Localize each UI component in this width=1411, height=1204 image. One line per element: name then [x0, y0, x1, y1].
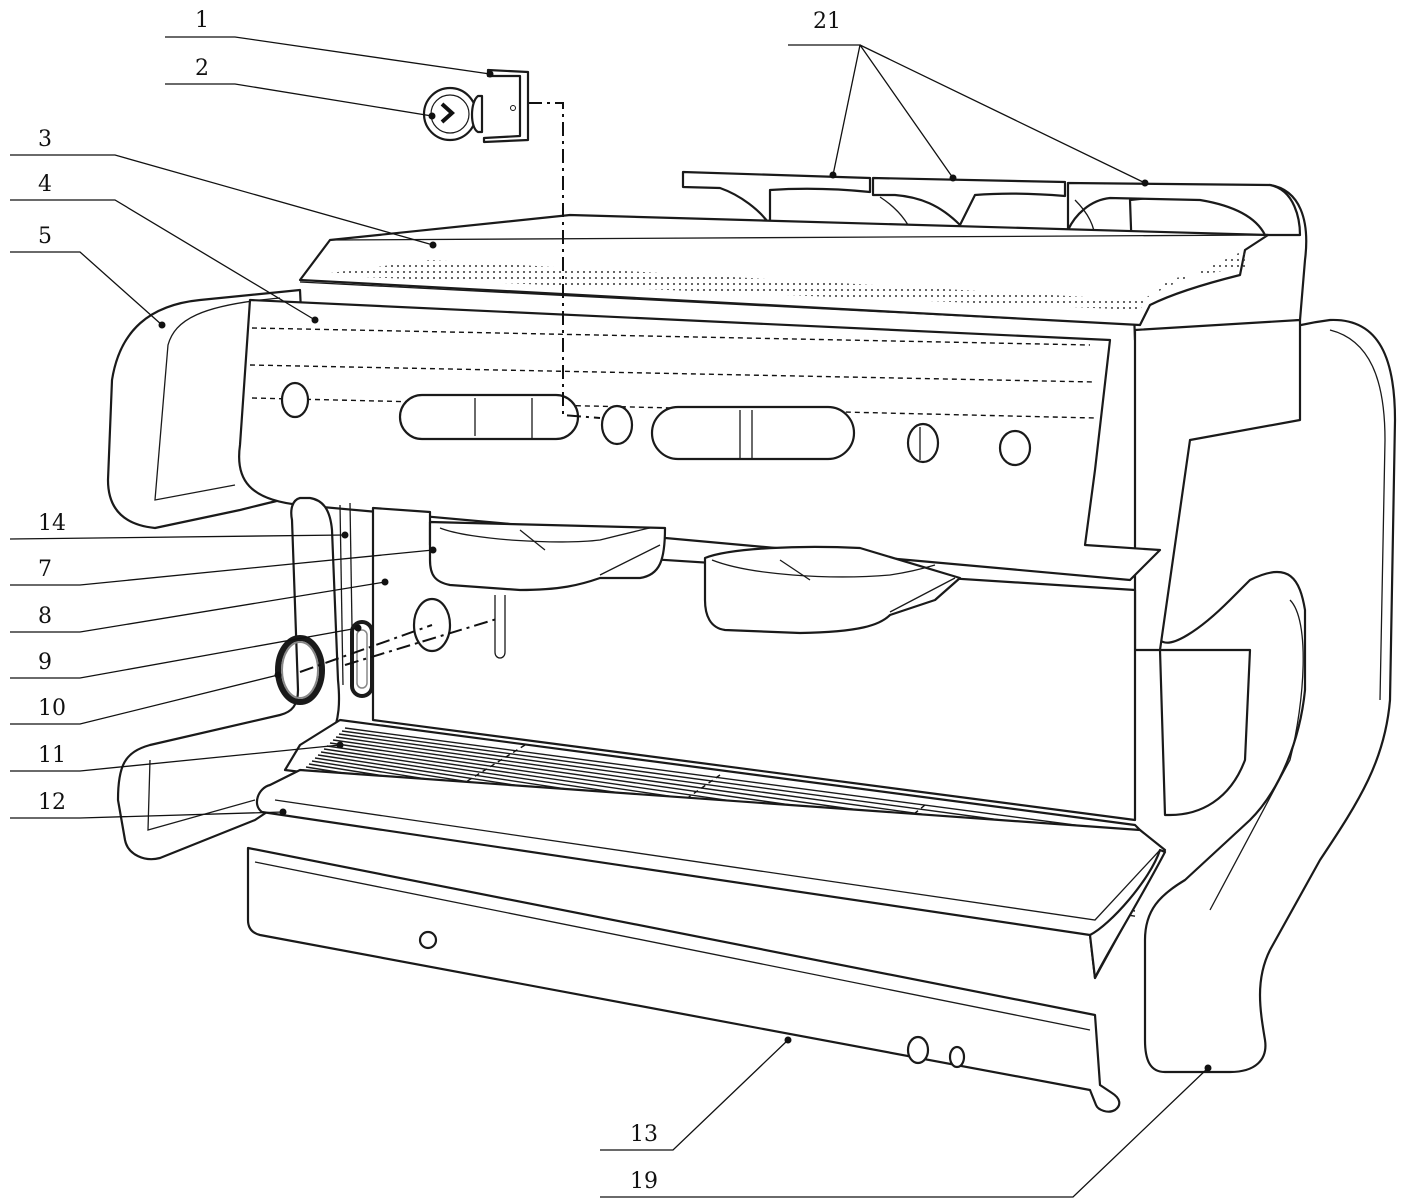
group-head-right	[703, 545, 962, 635]
callout-10: 10	[38, 696, 66, 721]
leader-dots	[158, 70, 1212, 1072]
front-lower-panel	[246, 846, 1121, 1113]
control-panel	[238, 298, 1162, 582]
callout-12: 12	[38, 790, 66, 815]
callout-2: 2	[195, 56, 209, 81]
callout-8: 8	[38, 604, 52, 629]
leader-lines	[9, 36, 1209, 1198]
gauge-bracket	[482, 68, 530, 144]
assembly-axis-lines	[299, 102, 601, 673]
drip-tray	[255, 768, 1167, 980]
callout-1: 1	[195, 8, 209, 33]
top-covers	[681, 170, 1302, 241]
callout-11: 11	[38, 743, 66, 768]
cup-tray	[298, 213, 1270, 327]
callout-labels: 1 2 3 4 5 14 7 8 9 10 11 12 13 19 21	[38, 8, 841, 1194]
callout-19: 19	[630, 1169, 658, 1194]
callout-3: 3	[38, 127, 52, 152]
callout-4: 4	[38, 172, 52, 197]
group-head-left	[428, 520, 667, 592]
callout-14: 14	[38, 511, 66, 536]
callout-21: 21	[813, 9, 841, 34]
pressure-gauge	[422, 86, 484, 142]
callout-7: 7	[38, 557, 52, 582]
grill-bar	[344, 727, 1136, 834]
callout-13: 13	[630, 1122, 658, 1147]
callout-5: 5	[38, 224, 52, 249]
callout-9: 9	[38, 650, 52, 675]
